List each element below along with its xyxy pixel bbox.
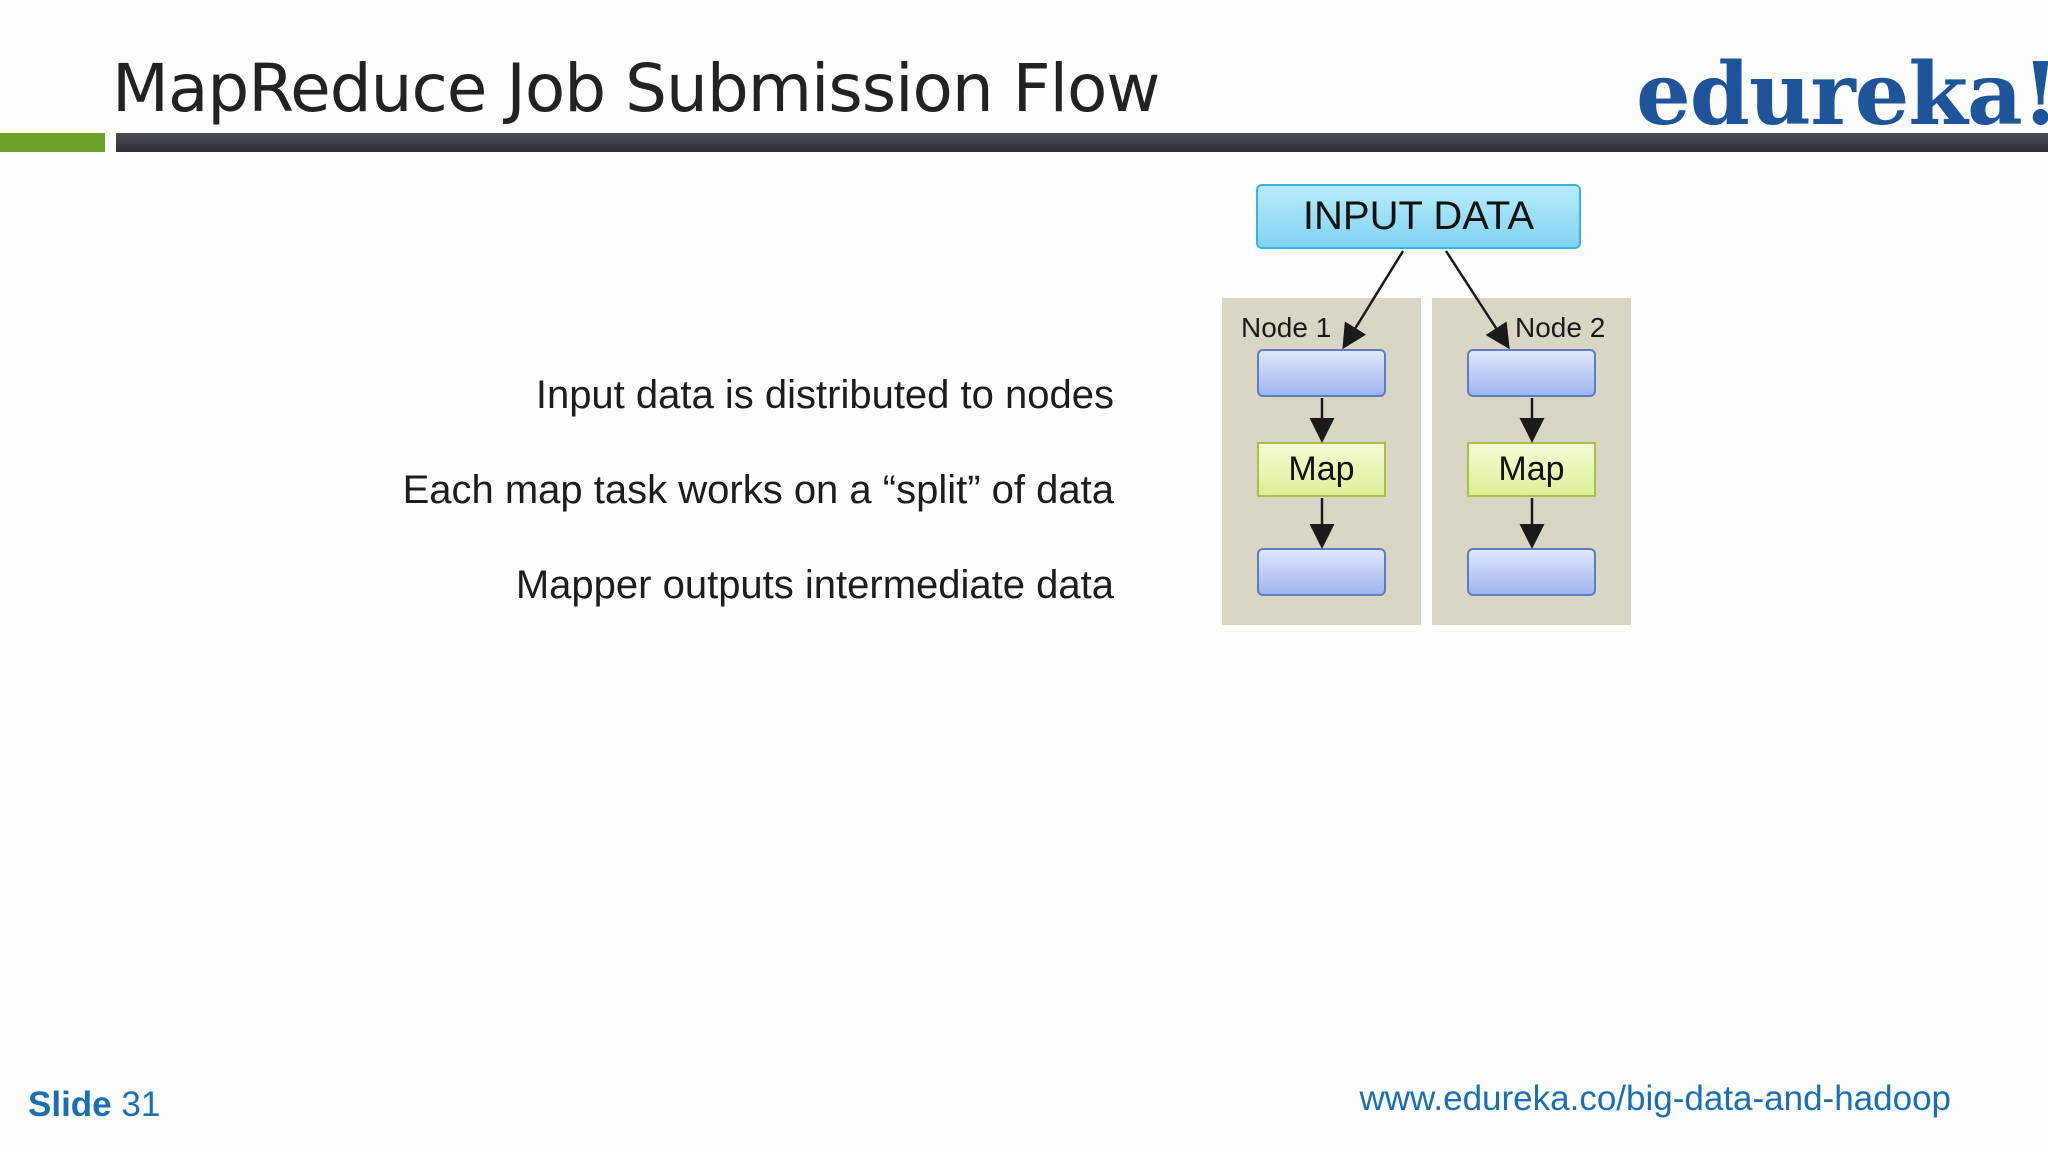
node-1-input-split-box (1257, 349, 1386, 397)
node-2-label: Node 2 (1515, 312, 1606, 343)
input-data-box: INPUT DATA (1256, 184, 1581, 249)
node-2-map-box: Map (1467, 442, 1596, 497)
slide-word: Slide (28, 1085, 112, 1124)
bullet-text-1: Input data is distributed to nodes (535, 373, 1114, 417)
node-2-intermediate-output-box (1467, 548, 1596, 596)
node-1-intermediate-output-box (1257, 548, 1386, 596)
bullet-text-3: Mapper outputs intermediate data (515, 563, 1114, 607)
title-accent-bar (0, 133, 105, 152)
slide-title: MapReduce Job Submission Flow (112, 50, 1160, 127)
node-1-label: Node 1 (1241, 312, 1332, 343)
slide-number-value: 31 (121, 1085, 161, 1124)
footer-url-link[interactable]: www.edureka.co/big-data-and-hadoop (1359, 1079, 1952, 1118)
edureka-logo: edureka! (1636, 44, 2048, 145)
title-divider-bar (116, 133, 2048, 152)
slide-number: Slide 31 (28, 1085, 160, 1125)
node-1-map-box: Map (1257, 442, 1386, 497)
node-2-input-split-box (1467, 349, 1596, 397)
bullet-text-2: Each map task works on a “split” of data (402, 468, 1114, 512)
